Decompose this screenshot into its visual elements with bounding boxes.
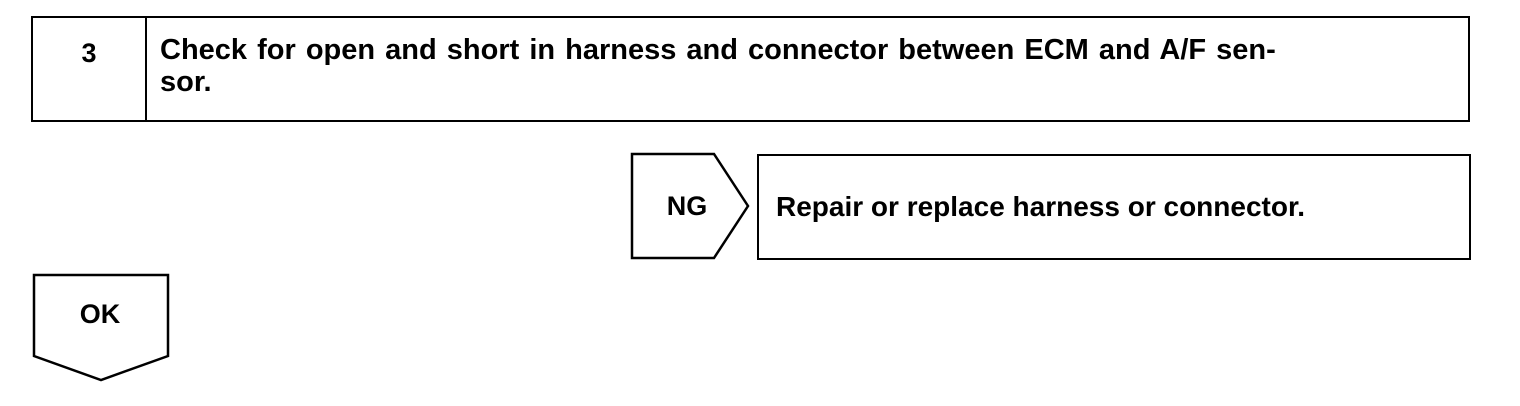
step-number: 3 — [81, 38, 97, 68]
ng-action-text: Repair or replace harness or connector. — [776, 191, 1306, 222]
step-box — [31, 16, 1470, 122]
ng-arrow-shape — [630, 152, 750, 260]
step-title: Check for open and short in harness and … — [160, 34, 1276, 98]
step-divider — [145, 16, 147, 122]
ok-arrow-shape — [32, 273, 170, 382]
ng-label: NG — [666, 190, 708, 221]
ok-label: OK — [79, 298, 121, 329]
ng-action-box — [757, 154, 1471, 260]
